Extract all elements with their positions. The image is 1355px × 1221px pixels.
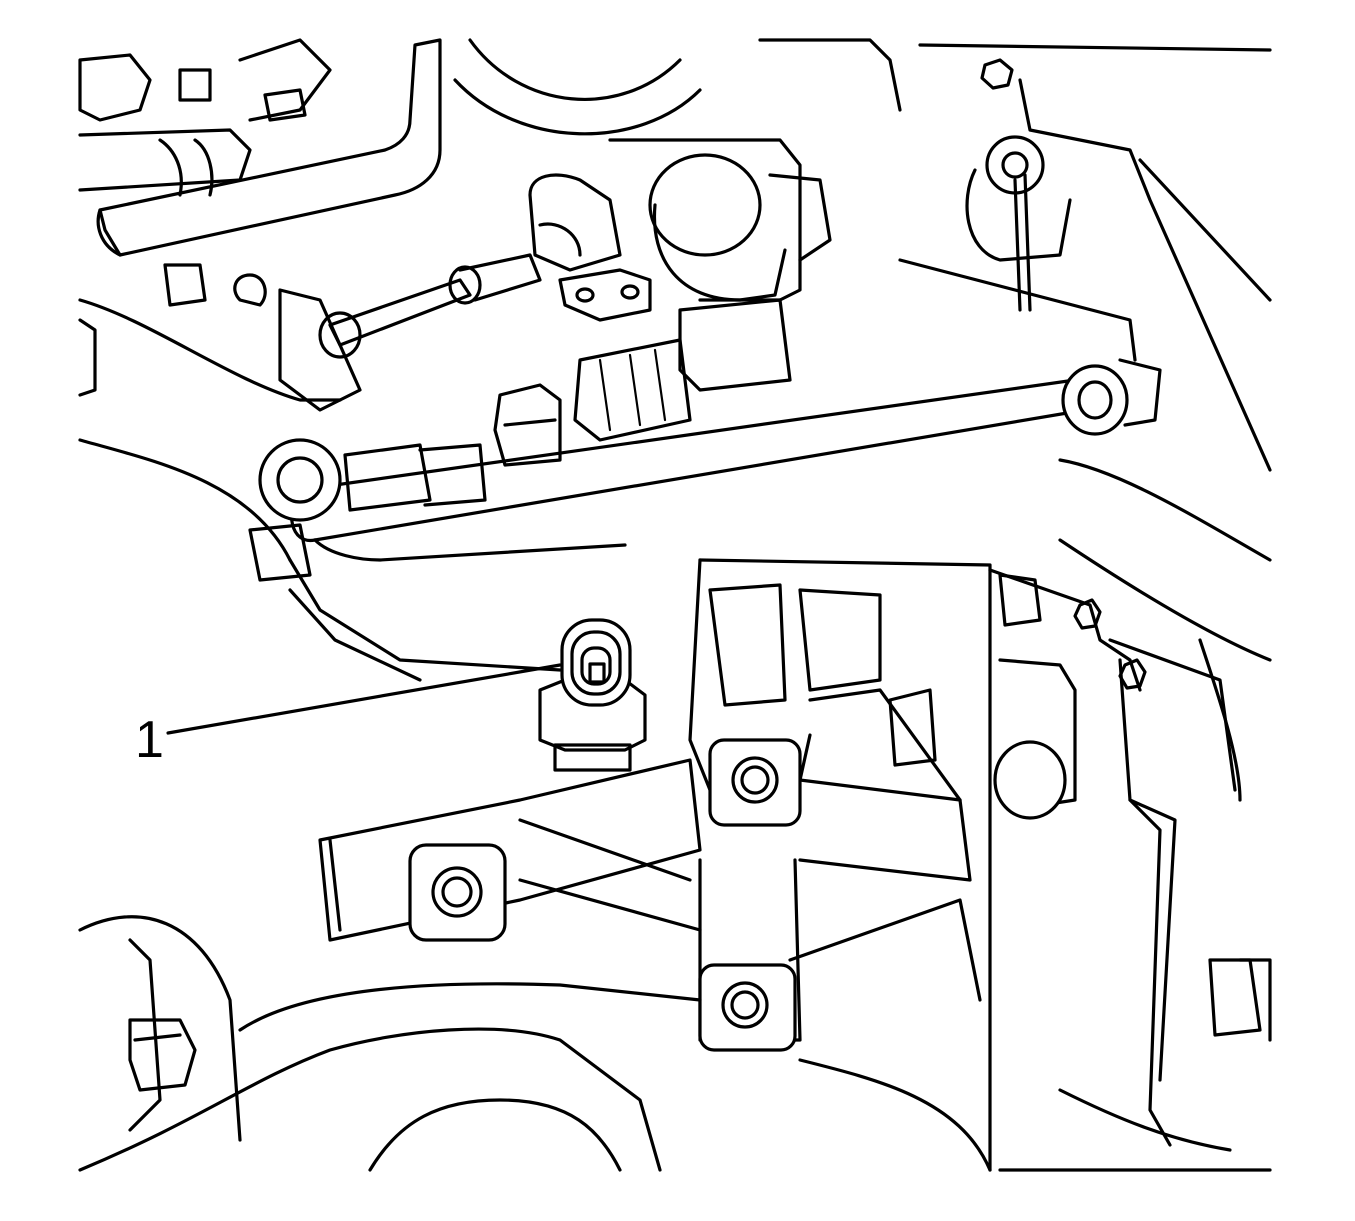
callout-1-label: 1: [135, 711, 164, 769]
central-actuator: [528, 138, 832, 392]
callout-1-leader: [166, 663, 562, 735]
upper-right-fitting: [898, 135, 1137, 362]
lower-left-components: [78, 915, 1272, 1172]
upper-hose: [96, 38, 442, 257]
upper-left-components: [78, 38, 332, 197]
bracket-mount-holes: [408, 738, 802, 1052]
shift-linkage-rod: [318, 253, 542, 359]
left-bracket: [78, 263, 562, 682]
electrical-connector: [493, 338, 692, 467]
callout-1: 1: [135, 663, 562, 769]
lower-pipe: [258, 358, 1162, 562]
right-side-components: [988, 458, 1272, 1147]
pressure-sensor: [538, 618, 647, 772]
upper-housing: [453, 38, 1272, 472]
